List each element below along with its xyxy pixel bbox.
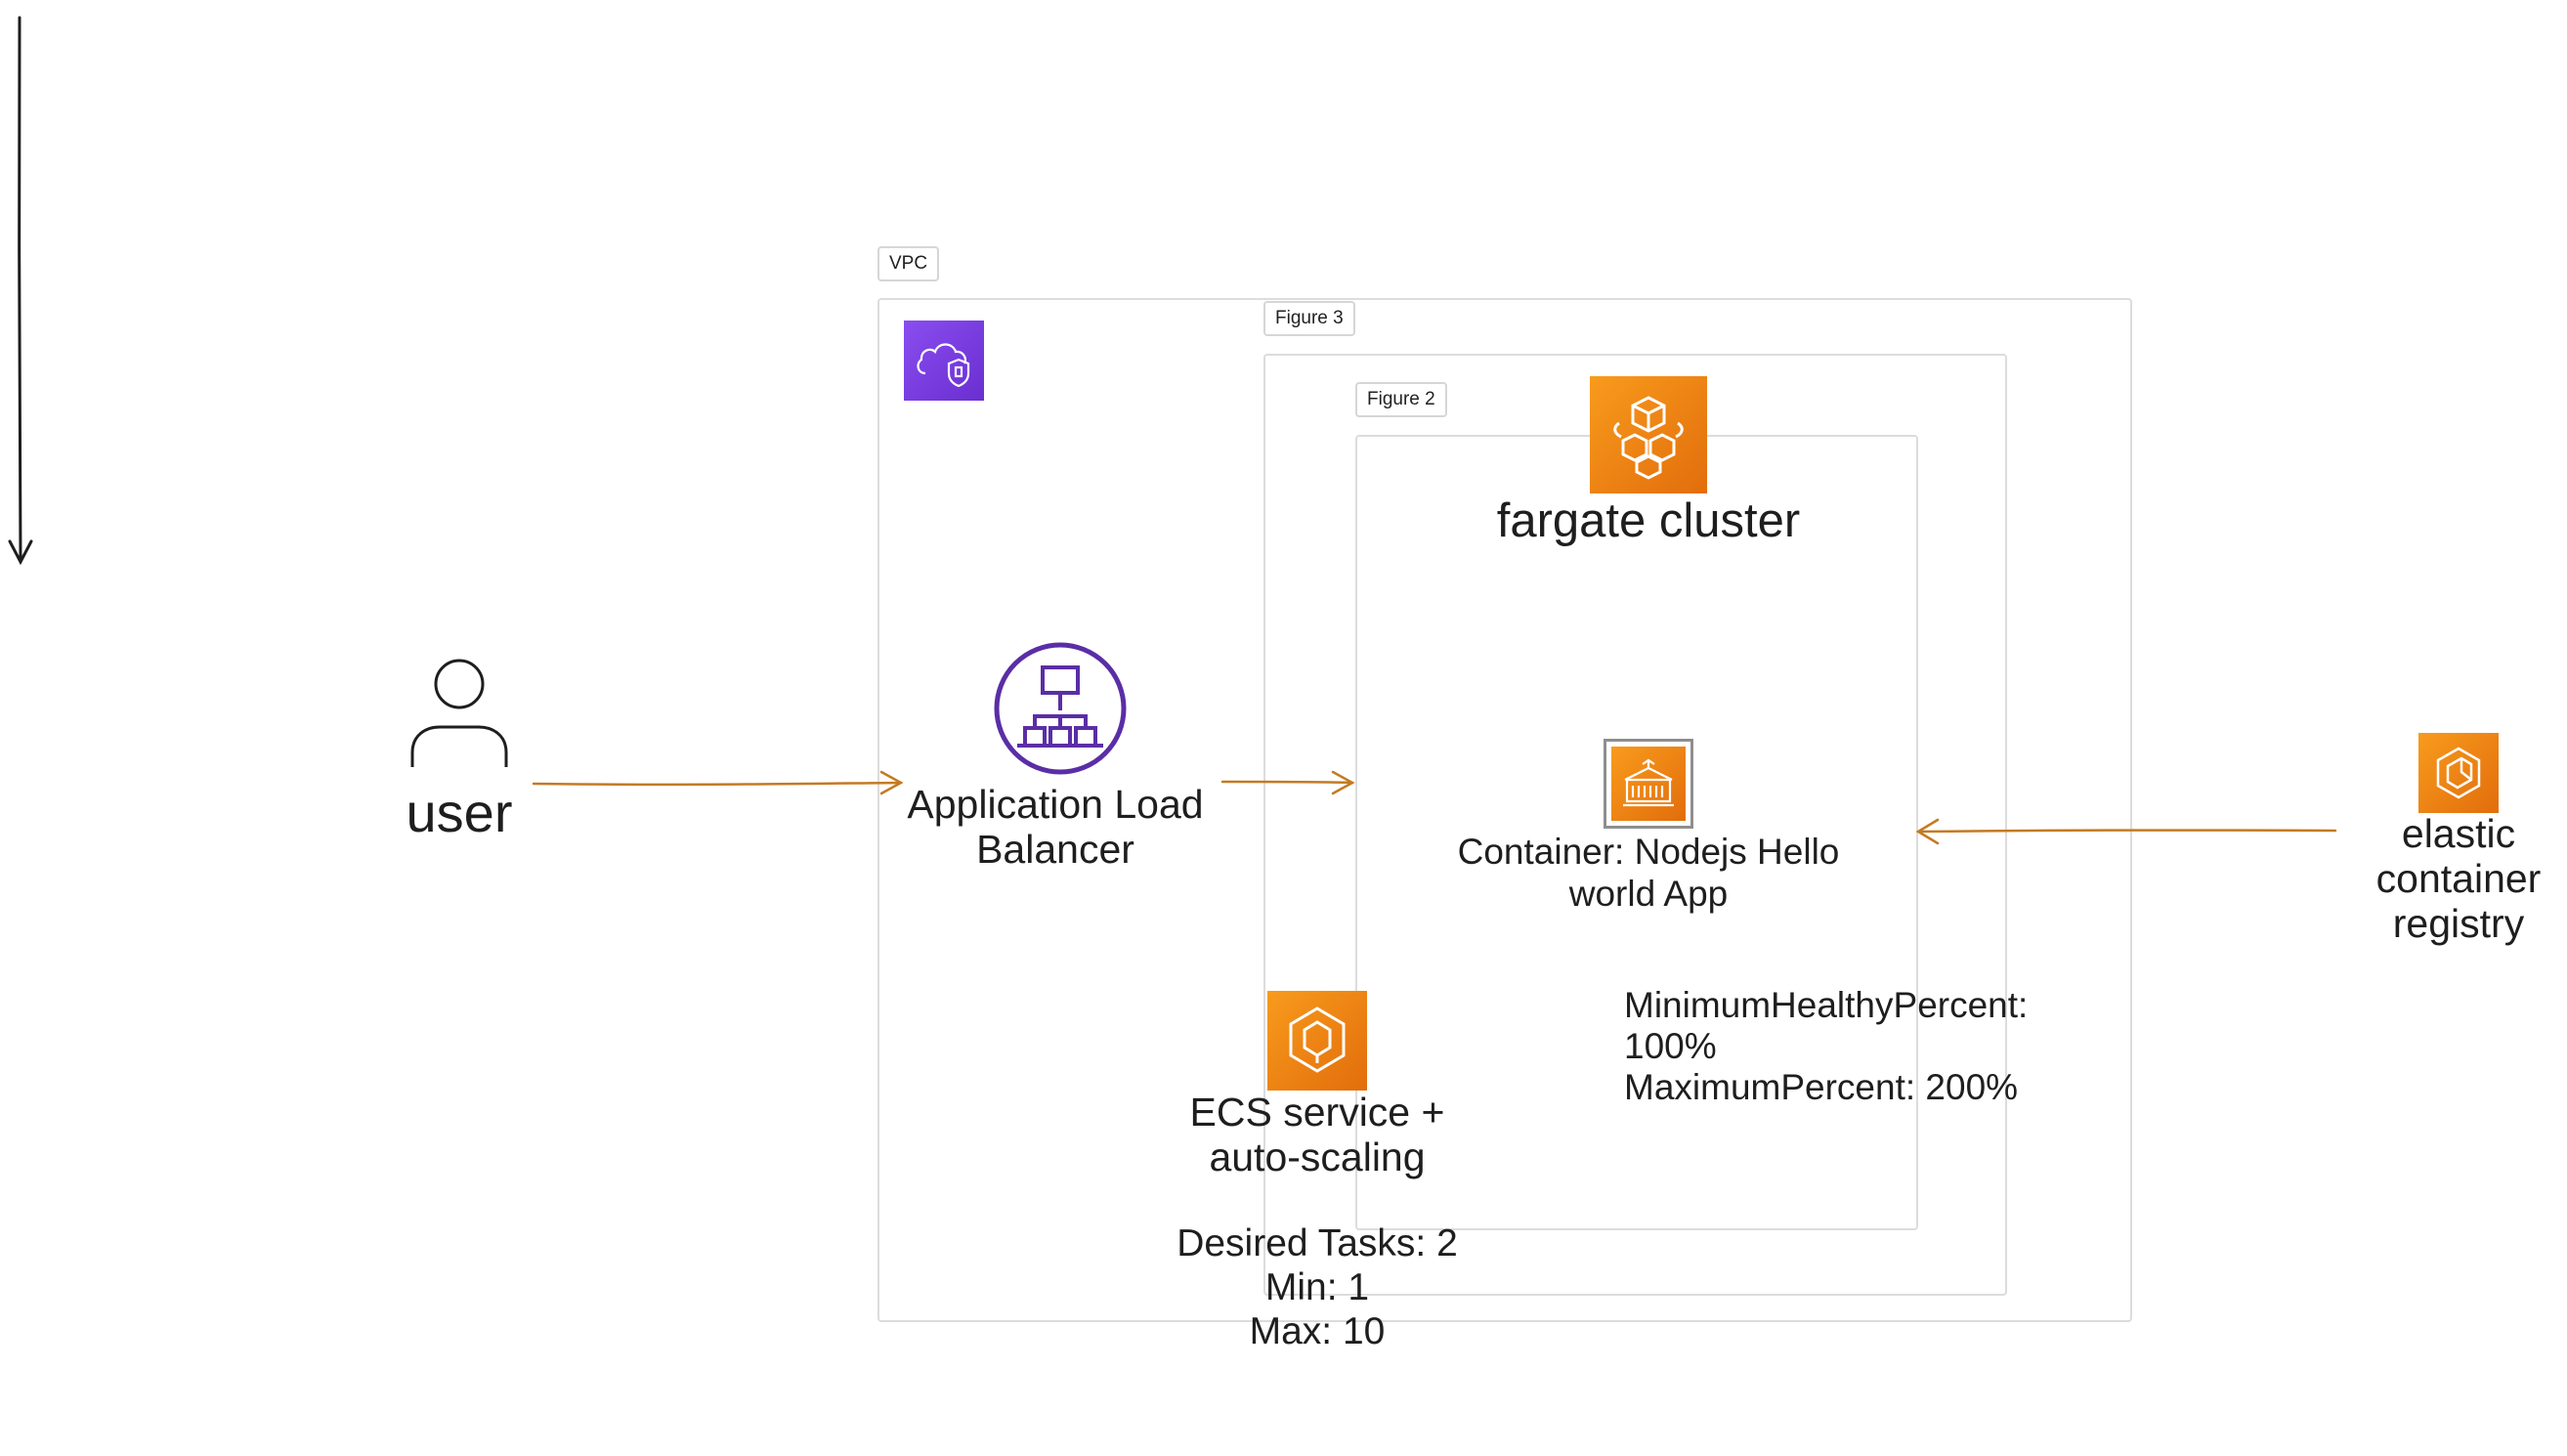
down-arrow [8,16,33,566]
deployment-config-note: MinimumHealthyPercent: 100% MaximumPerce… [1624,985,2028,1108]
load-balancer-icon [994,642,1127,775]
user-label: user [406,782,513,843]
fargate-cluster-icon [1590,376,1707,493]
vpc-tag: VPC [877,246,940,281]
ecr-to-container-arrow [1915,818,2337,845]
alb-label-line2: Balancer [976,827,1134,872]
container-label-line1: Container: Nodejs Hello [1457,832,1840,872]
task-count-note: Desired Tasks: 2 Min: 1 Max: 10 [1122,1221,1513,1353]
alb-label-line1: Application Load [907,782,1204,827]
user-to-alb-arrow [532,770,904,795]
ecs-service-icon [1267,991,1367,1091]
min-healthy-percent-label: MinimumHealthyPercent: [1624,985,2029,1025]
min-tasks-text: Min: 1 [1264,1266,1370,1308]
vpc-frame [877,298,2132,1322]
container-label: Container: Nodejs Hello world App [1404,831,1893,915]
min-healthy-percent-value: 100% [1624,1026,1717,1066]
alb-to-cluster-arrow [1220,770,1355,795]
ecr-label: elastic container registry [2345,811,2567,946]
alb-label: Application Load Balancer [860,782,1251,872]
desired-tasks-text: Desired Tasks: 2 [1177,1222,1458,1264]
ecr-label-line2: container [2375,856,2542,901]
max-percent-text: MaximumPercent: 200% [1624,1067,2019,1107]
container-label-line2: world App [1568,874,1729,914]
ecr-label-line1: elastic [2401,811,2516,856]
ecr-icon [2418,733,2499,813]
ecr-label-line3: registry [2392,901,2525,946]
container-icon [1604,739,1693,829]
figure3-frame [1263,354,2007,1296]
ecs-label-line1: ECS service + [1189,1090,1445,1135]
user-icon [410,659,508,767]
ecs-label-line2: auto-scaling [1209,1135,1426,1179]
figure2-tag: Figure 2 [1355,382,1447,417]
ecs-service-label: ECS service + auto-scaling [1141,1090,1493,1179]
max-tasks-text: Max: 10 [1249,1310,1386,1352]
figure3-tag: Figure 3 [1263,301,1355,336]
vpc-cloud-icon [904,321,984,401]
fargate-cluster-label: fargate cluster [1496,494,1801,547]
